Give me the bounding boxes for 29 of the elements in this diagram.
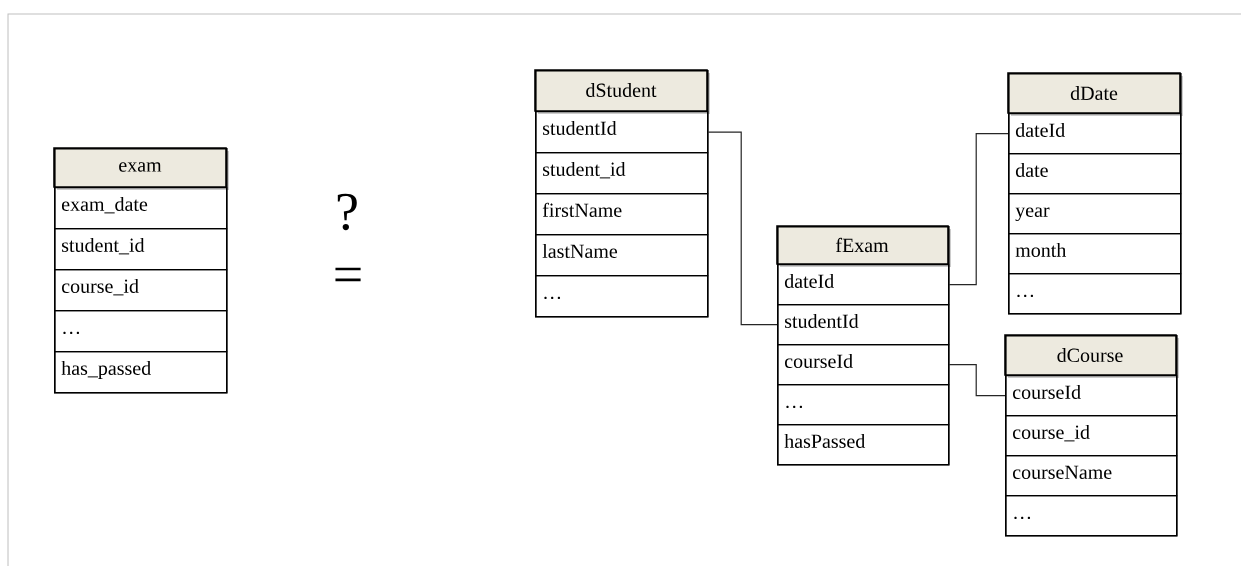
connector-line [707,131,778,326]
table-row: dateId [1008,113,1182,155]
table-row: student_id [535,152,709,195]
table-row: … [1005,495,1178,537]
table-row: … [1008,273,1182,315]
table-row: year [1008,193,1182,235]
equals-sign: = [335,267,361,282]
table-row: lastName [535,234,709,277]
table-row: courseId [1005,375,1178,417]
table-row: course_id [1005,415,1178,457]
table-row: … [777,384,950,426]
table-row: … [535,275,709,318]
connector-line [948,133,1009,286]
connector-line [948,364,1006,397]
table-row: exam_date [54,187,228,230]
table-row: courseName [1005,455,1178,497]
table-row: has_passed [54,351,228,394]
table-row: firstName [535,193,709,236]
table-row: dateId [777,264,950,306]
table-row: … [54,310,228,353]
table-row: hasPassed [777,424,950,466]
table-row: month [1008,233,1182,275]
table-row: student_id [54,228,228,271]
table-row: course_id [54,269,228,312]
table-row: studentId [535,111,709,154]
table-row: courseId [777,344,950,386]
table-row: studentId [777,304,950,346]
question-mark: ? [337,193,357,231]
table-row: date [1008,153,1182,195]
